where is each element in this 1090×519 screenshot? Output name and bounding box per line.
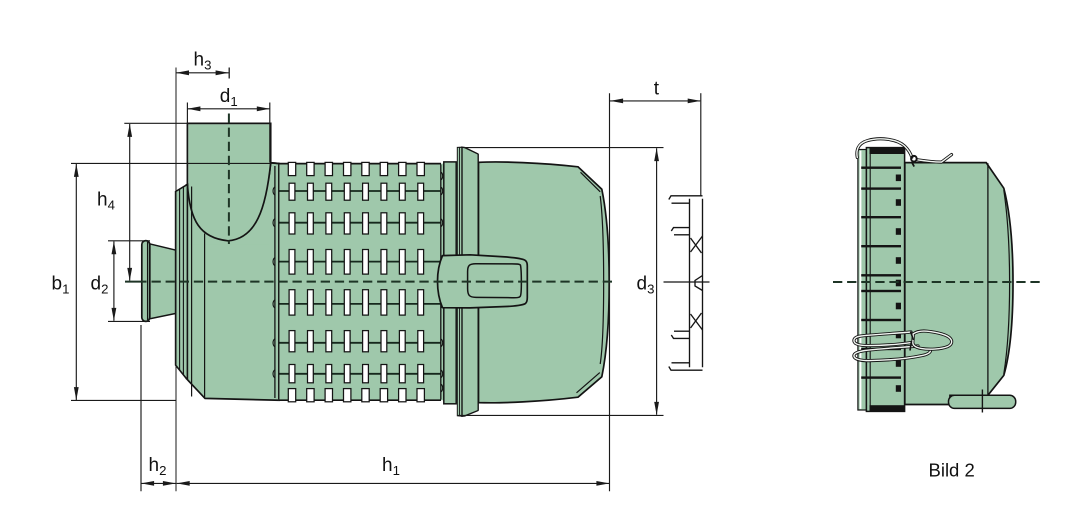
svg-text:Bild 2: Bild 2 bbox=[929, 460, 975, 481]
svg-text:t: t bbox=[654, 79, 660, 100]
